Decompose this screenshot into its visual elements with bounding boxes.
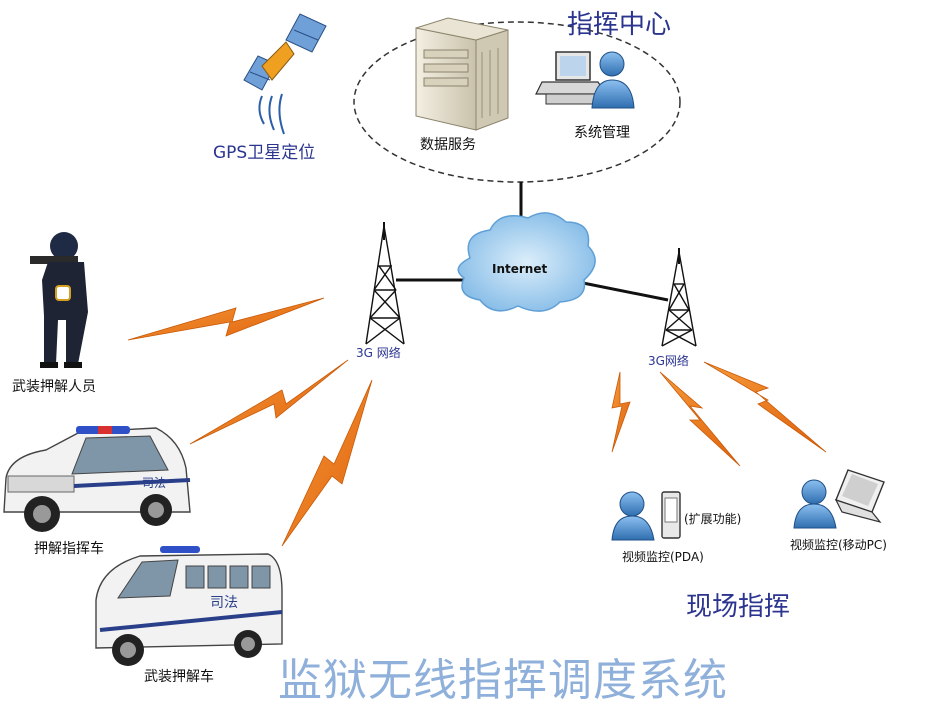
armed-vehicle-label: 武装押解车 (144, 669, 214, 685)
pda-extension-label: (扩展功能) (684, 512, 742, 526)
command-vehicle-door-text: 司法 (142, 476, 167, 490)
gps-label: GPS卫星定位 (213, 143, 316, 163)
pda-video-label: 视频监控(PDA) (622, 550, 704, 564)
page-title: 监狱无线指挥调度系统 (278, 655, 728, 706)
command-center-boundary (353, 21, 681, 183)
server-icon (415, 17, 509, 131)
internet-cloud-icon (457, 212, 596, 312)
satellite-icon (243, 13, 327, 135)
personnel-label: 武装押解人员 (12, 379, 96, 395)
signal-command-vehicle (189, 359, 349, 445)
signal-armed-vehicle (281, 379, 373, 547)
cell-tower-right-icon (661, 248, 697, 347)
system-admin-icon (535, 51, 635, 109)
field-command-heading: 现场指挥 (686, 592, 791, 622)
command-vehicle-icon (3, 426, 191, 532)
armed-vehicle-icon (95, 546, 283, 666)
data-service-label: 数据服务 (420, 137, 476, 153)
pc-user-icon (793, 469, 885, 529)
armed-officer-icon (30, 232, 88, 368)
wireless-signals (127, 297, 827, 547)
signal-personnel (127, 297, 325, 341)
command-vehicle-label: 押解指挥车 (34, 541, 104, 557)
armed-vehicle-side-text: 司法 (210, 595, 238, 611)
pc-video-label: 视频监控(移动PC) (790, 538, 887, 552)
system-management-label: 系统管理 (574, 125, 630, 141)
signal-pc (703, 361, 827, 453)
pda-user-icon (611, 491, 681, 541)
tower-left-label: 3G 网络 (356, 346, 401, 360)
internet-label: Internet (492, 262, 548, 276)
signal-pda-2 (659, 371, 741, 467)
tower-right-label: 3G网络 (648, 354, 689, 368)
cell-tower-left-icon (365, 222, 405, 345)
signal-pda (611, 371, 631, 453)
command-center-heading: 指挥中心 (567, 10, 672, 40)
